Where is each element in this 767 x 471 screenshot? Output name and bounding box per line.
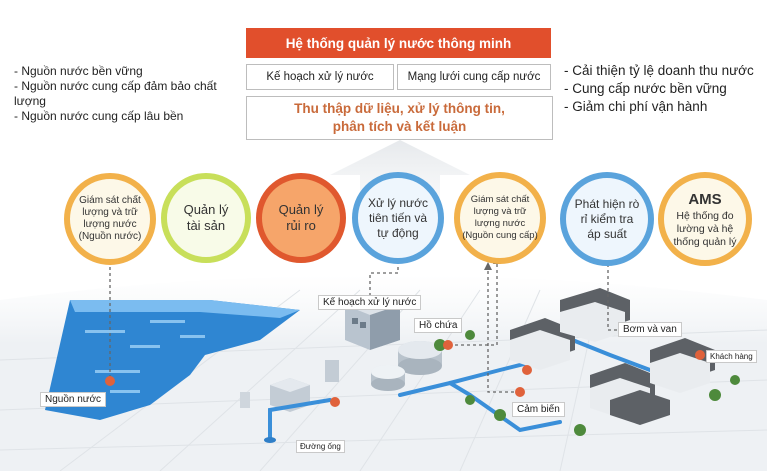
circle-leak-detection: Phát hiện rò rỉ kiểm tra áp suất: [560, 172, 654, 266]
ams-title: AMS: [688, 190, 722, 208]
label-water-source: Nguồn nước: [40, 392, 107, 407]
label-customer: Khách hàng: [706, 350, 757, 363]
circle-advanced-treatment: Xử lý nước tiên tiến và tự động: [352, 172, 444, 264]
circle-supply-monitoring: Giám sát chất lượng và trữ lượng nước (N…: [454, 172, 546, 264]
circle-line: tự động: [377, 225, 419, 240]
label-reservoir: Hồ chứa: [414, 318, 463, 333]
circle-line: rỉ kiểm tra: [580, 211, 634, 226]
pipe-outlet: [264, 437, 276, 443]
label-pipe: Đường ống: [296, 440, 345, 453]
circle-line: Hệ thống đo: [676, 209, 734, 222]
right-benefit-item: - Cung cấp nước bền vững: [564, 81, 727, 96]
circle-line: thống quản lý: [673, 235, 737, 248]
right-benefit-item: - Giảm chi phí vận hành: [564, 99, 708, 114]
label-sensor: Cảm biến: [512, 402, 565, 417]
circle-line: Quản lý: [183, 202, 229, 217]
data-collection-box: Thu thập dữ liệu, xử lý thông tin, phân …: [246, 96, 553, 140]
circle-line: Xử lý nước: [368, 195, 428, 210]
right-benefit-item: - Cải thiện tỷ lệ doanh thu nước: [564, 63, 754, 78]
network-box: Mạng lưới cung cấp nước: [397, 64, 551, 90]
circle-line: Giám sát chất: [79, 195, 141, 206]
circle-line: lượng và trữ: [82, 207, 138, 218]
circle-risk-management: Quản lý rủi ro: [256, 173, 346, 263]
circle-line: rủi ro: [286, 218, 316, 233]
circle-line: lượng nước: [83, 219, 137, 230]
circle-line: Phát hiện rò: [574, 196, 640, 211]
left-benefit-item: - Nguồn nước cung cấp đảm bảo chất lượng: [14, 79, 217, 108]
plan-box: Kế hoạch xử lý nước: [246, 64, 394, 90]
collect-line-1: Thu thập dữ liệu, xử lý thông tin,: [294, 101, 505, 116]
circle-line: lường và hệ: [676, 222, 734, 235]
circle-line: tiên tiến và: [368, 210, 428, 225]
circle-line: (Nguồn cung cấp): [462, 230, 538, 241]
left-benefit-item: - Nguồn nước cung cấp lâu bền: [14, 109, 184, 123]
circle-source-monitoring: Giám sát chất lượng và trữ lượng nước (N…: [64, 173, 156, 265]
label-pump-valve: Bơm và van: [618, 322, 682, 337]
circle-line: lượng và trữ: [473, 206, 527, 217]
left-benefit-item: - Nguồn nước bền vững: [14, 64, 143, 78]
right-benefits-list: - Cải thiện tỷ lệ doanh thu nước - Cung …: [564, 62, 759, 116]
circle-line: Quản lý: [278, 202, 324, 217]
houses-icon: [510, 288, 715, 425]
circle-line: tài sản: [186, 218, 226, 233]
circle-asset-management: Quản lý tài sản: [161, 173, 251, 263]
label-treatment-plan: Kế hoạch xử lý nước: [318, 295, 422, 310]
left-benefits-list: - Nguồn nước bền vững - Nguồn nước cung …: [14, 64, 249, 124]
circle-ams: AMS Hệ thống đo lường và hệ thống quản l…: [658, 172, 752, 266]
collect-line-2: phân tích và kết luận: [332, 119, 467, 134]
circle-line: (Nguồn nước): [78, 231, 142, 242]
circle-line: áp suất: [587, 226, 627, 241]
system-title: Hệ thống quản lý nước thông minh: [246, 28, 551, 58]
circle-line: Giám sát chất: [470, 194, 530, 205]
circle-line: lượng nước: [474, 218, 526, 229]
